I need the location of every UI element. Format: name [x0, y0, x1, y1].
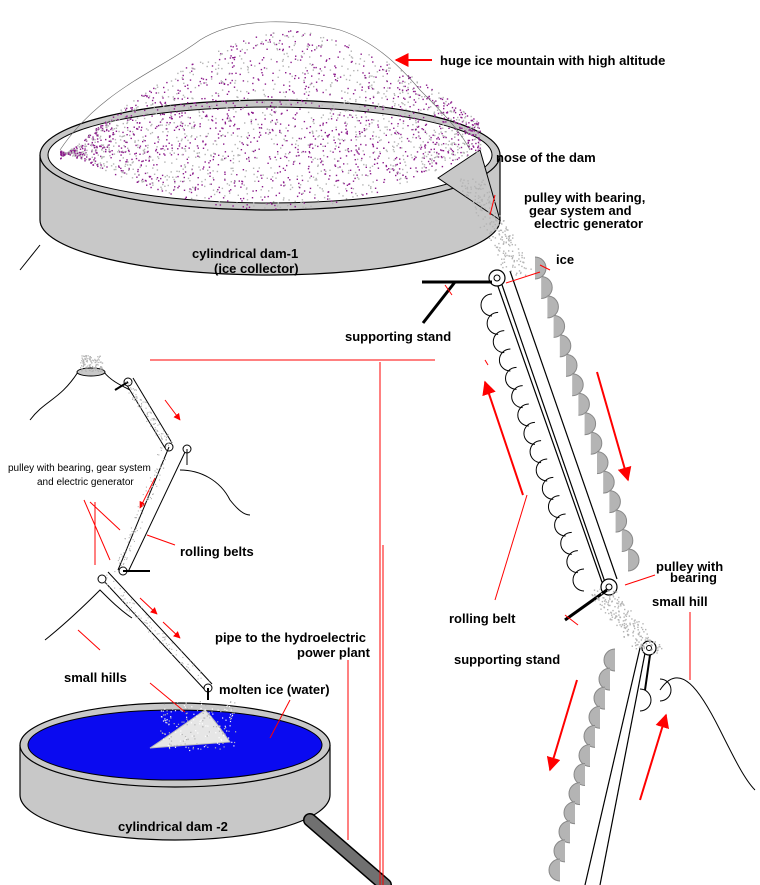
ice-mountain — [60, 30, 482, 211]
small-belt-3 — [97, 571, 213, 700]
label-small-hill: small hill — [652, 594, 708, 609]
label-pulley-bearing-1: pulley with — [656, 559, 723, 574]
supporting-stand-mid — [564, 588, 608, 622]
label-dam1-line2: (ice collector) — [214, 261, 299, 276]
molten-ice-splash — [149, 700, 237, 752]
label-small-hills: small hills — [64, 670, 127, 685]
cylindrical-dam-1 — [39, 99, 501, 276]
dam-nose — [437, 149, 501, 222]
arrow-down-right-belt — [596, 371, 632, 482]
small-hill-mid — [179, 469, 251, 516]
label-supporting-stand-top: supporting stand — [345, 329, 451, 344]
arrow-small-4 — [162, 621, 181, 639]
left-hill-line — [19, 244, 41, 271]
leader-lines — [77, 194, 691, 885]
top-pulley — [488, 269, 506, 287]
supporting-stand-bottom — [644, 654, 651, 691]
lower-belt — [584, 647, 647, 885]
upper-belt — [493, 270, 618, 589]
small-hill-bottom — [44, 589, 133, 641]
arrow-small-1 — [164, 399, 181, 421]
ice-fall-mid — [591, 588, 663, 655]
small-ice-pile-top — [80, 355, 104, 373]
label-molten-ice: molten ice (water) — [219, 682, 330, 697]
supporting-stand-top — [421, 280, 492, 324]
label-supporting-stand-mid: supporting stand — [454, 652, 560, 667]
label-pulley-bearing-2: bearing — [670, 570, 717, 585]
label-pulley-top-3: electric generator — [534, 216, 643, 231]
label-pipe-2: power plant — [297, 645, 371, 660]
arrow-down-lower-belt — [546, 679, 578, 772]
lower-belt-buckets — [548, 648, 672, 882]
label-dam2: cylindrical dam -2 — [118, 819, 228, 834]
label-pulley-top-2: gear system and — [529, 203, 632, 218]
small-hill-right — [659, 677, 756, 791]
label-pulley-top-1: pulley with bearing, — [524, 190, 645, 205]
arrow-up-left-belt — [482, 380, 524, 496]
label-pulley-small-2: and electric generator — [37, 477, 134, 488]
arrow-up-lower-belt — [639, 713, 670, 801]
mountain-outline — [59, 21, 471, 151]
label-pipe-1: pipe to the hydroelectric — [215, 630, 366, 645]
arrow-small-2 — [139, 477, 156, 509]
label-pulley-small-1: pulley with bearing, gear system — [8, 463, 151, 474]
label-nose: nose of the dam — [496, 150, 596, 165]
label-dam1-line1: cylindrical dam-1 — [192, 246, 298, 261]
ice-fall-nose — [459, 178, 532, 276]
small-top-hill — [29, 367, 131, 421]
arrow-small-3 — [139, 597, 158, 615]
small-belt-ice — [104, 381, 210, 682]
label-rolling-belt: rolling belt — [449, 611, 516, 626]
label-ice: ice — [556, 252, 574, 267]
label-mountain: huge ice mountain with high altitude — [440, 53, 665, 68]
label-rolling-belts: rolling belts — [180, 544, 254, 559]
small-belt-1 — [114, 377, 174, 452]
upper-belt-buckets — [480, 256, 640, 592]
